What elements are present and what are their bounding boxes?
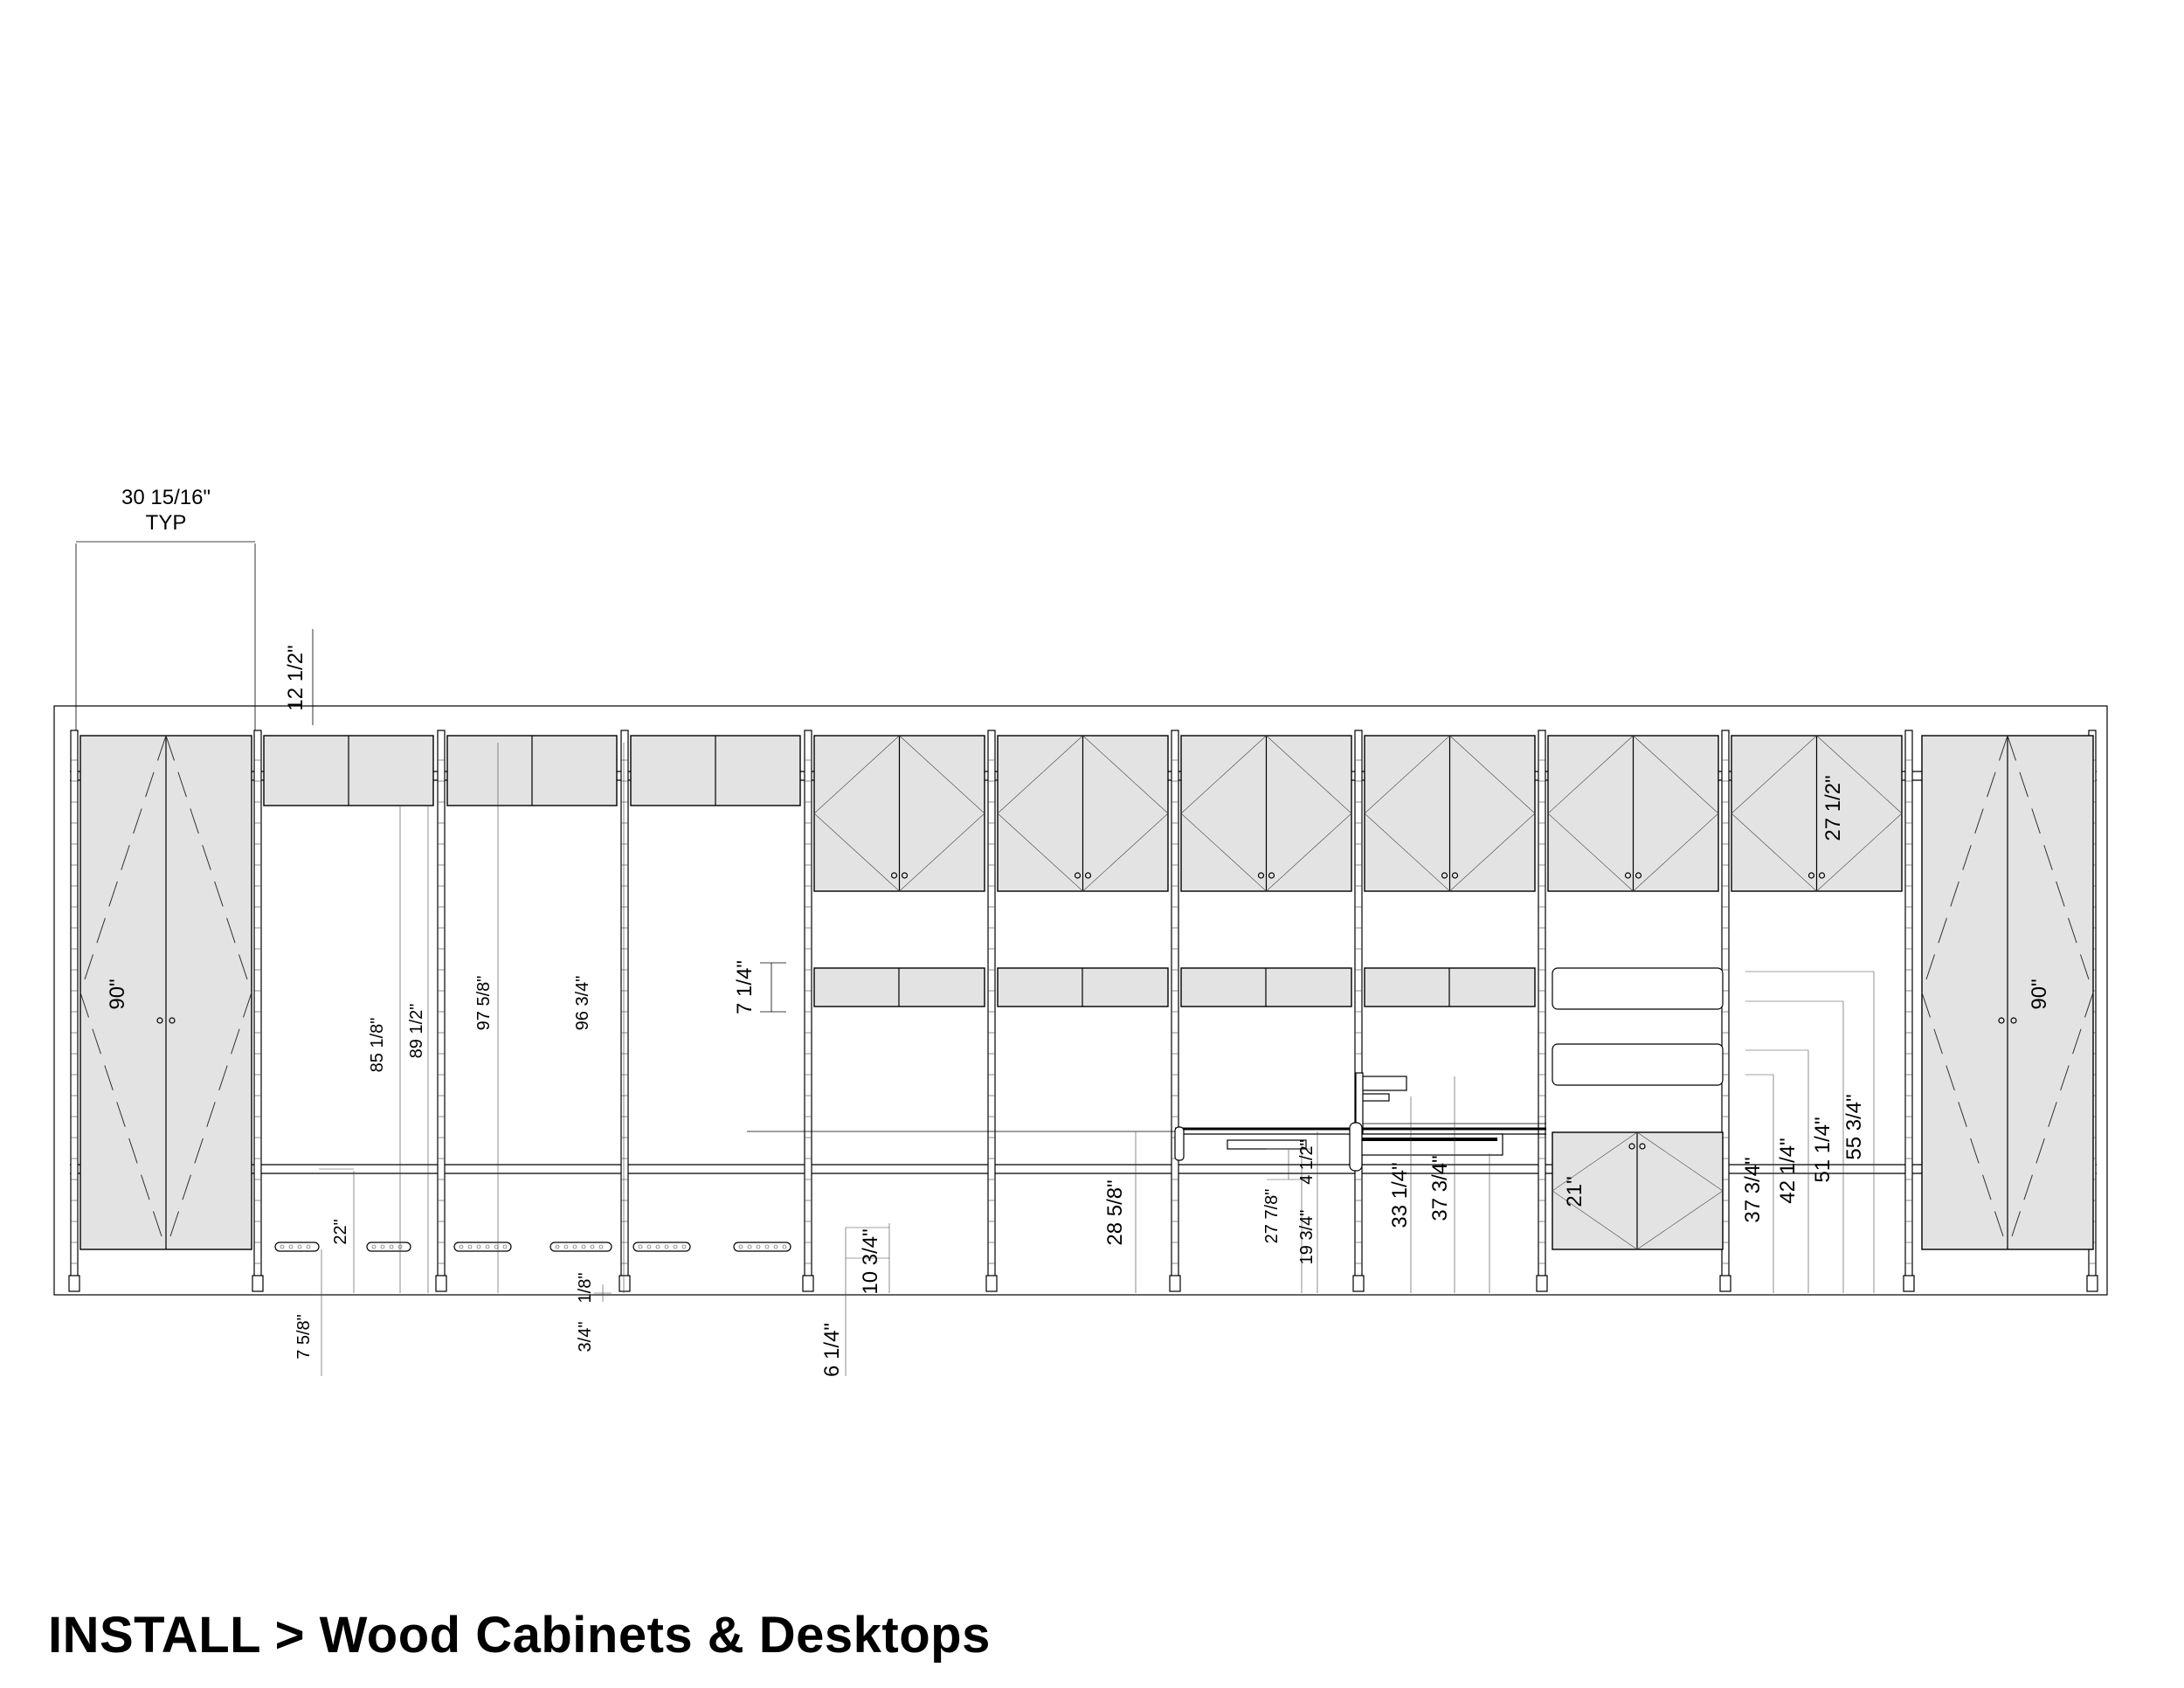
post bbox=[68, 730, 80, 1292]
upper-cabinet bbox=[1731, 735, 1903, 892]
dim-right-42-1-4: 42 1/4" bbox=[1776, 1138, 1800, 1203]
top-width-dimension: 30 15/16" TYP bbox=[75, 486, 256, 730]
tall-cabinet-right: 90" bbox=[1921, 735, 2094, 1250]
upper-cabinet bbox=[1180, 735, 1352, 892]
dim-right-55-3-4: 55 3/4" bbox=[1842, 1094, 1866, 1159]
dim-foot-1-8: 1/8" bbox=[576, 1273, 595, 1304]
dim-tall-left-height: 90" bbox=[106, 979, 129, 1009]
foot-bracket bbox=[366, 1242, 411, 1252]
monitor-arm bbox=[1349, 1072, 1364, 1172]
dim-desk-37-3-4: 37 3/4" bbox=[1428, 1155, 1452, 1221]
dim-post-c: 97 5/8" bbox=[474, 976, 494, 1031]
post bbox=[1352, 730, 1365, 1292]
interior-dimensions bbox=[319, 743, 1875, 1376]
upper-cabinet bbox=[1364, 735, 1536, 892]
middle-shelf bbox=[813, 967, 985, 1007]
wall-outline bbox=[53, 705, 2108, 1296]
dim-tall-right-height: 90" bbox=[2028, 979, 2051, 1009]
dim-desk-4-1-2: 4 1/2" bbox=[1297, 1139, 1317, 1185]
page-title: INSTALL > Wood Cabinets & Desktops bbox=[48, 1607, 991, 1664]
middle-shelf bbox=[1364, 967, 1536, 1007]
dim-foot-6-1-4: 6 1/4" bbox=[820, 1323, 844, 1377]
dim-right-51-1-4: 51 1/4" bbox=[1811, 1117, 1835, 1182]
upper-offset-dimension: 12 1/2" bbox=[284, 629, 314, 725]
foot-bracket bbox=[632, 1242, 691, 1252]
post bbox=[252, 730, 264, 1292]
dim-foot-3-4: 3/4" bbox=[576, 1322, 595, 1352]
middle-shelves bbox=[813, 967, 1536, 1007]
upper-cabinets bbox=[813, 735, 1903, 892]
post bbox=[1903, 730, 1915, 1292]
dim-foot-7-5-8: 7 5/8" bbox=[294, 1314, 314, 1359]
foot-bracket bbox=[549, 1242, 612, 1252]
dim-desk-27-7-8: 27 7/8" bbox=[1262, 1189, 1282, 1244]
middle-shelf bbox=[1180, 967, 1352, 1007]
post bbox=[435, 730, 447, 1292]
post bbox=[802, 730, 814, 1292]
dim-foot-10-3-4: 10 3/4" bbox=[859, 1228, 882, 1294]
upper-cabinet bbox=[997, 735, 1169, 892]
middle-shelf bbox=[997, 967, 1169, 1007]
dim-post-d: 96 3/4" bbox=[573, 976, 592, 1031]
dimension-labels: 85 1/8" 89 1/2" 97 5/8" 96 3/4" 7 1/4" 2… bbox=[294, 775, 1866, 1377]
base-feet bbox=[274, 1242, 791, 1252]
open-shelves-right bbox=[1552, 967, 1724, 1086]
upper-cabinet bbox=[813, 735, 985, 892]
upper-shelf-boxes bbox=[263, 735, 801, 806]
dim-base-cab-height: 21" bbox=[1563, 1176, 1586, 1207]
dim-shelf-height: 7 1/4" bbox=[733, 960, 757, 1014]
dim-top-width: 30 15/16" bbox=[121, 486, 211, 509]
foot-bracket bbox=[733, 1242, 791, 1252]
dim-foot-22: 22" bbox=[331, 1219, 350, 1244]
post bbox=[985, 730, 998, 1292]
dim-right-37-3-4: 37 3/4" bbox=[1741, 1157, 1765, 1222]
foot-bracket bbox=[453, 1242, 512, 1252]
dim-desk-28-5-8: 28 5/8" bbox=[1103, 1180, 1127, 1245]
lower-rail bbox=[70, 1164, 2097, 1174]
dim-top-width-note: TYP bbox=[146, 511, 187, 535]
desktop bbox=[747, 1076, 1546, 1161]
post bbox=[1536, 730, 1548, 1292]
dim-desk-33-1-4: 33 1/4" bbox=[1388, 1162, 1412, 1228]
post bbox=[1169, 730, 1181, 1292]
foot-bracket bbox=[274, 1242, 320, 1252]
dim-desk-19-3-4: 19 3/4" bbox=[1297, 1210, 1317, 1265]
dim-post-a: 85 1/8" bbox=[368, 1018, 387, 1073]
post bbox=[1719, 730, 1731, 1292]
dim-post-b: 89 1/2" bbox=[407, 1004, 426, 1059]
dim-upper-cab-height: 27 1/2" bbox=[1821, 775, 1845, 841]
tall-cabinet-left: 90" bbox=[79, 735, 252, 1250]
post bbox=[619, 730, 631, 1292]
upper-cabinet bbox=[1547, 735, 1719, 892]
base-cabinet: 21" bbox=[1552, 1131, 1724, 1250]
dim-upper-offset: 12 1/2" bbox=[284, 645, 308, 710]
